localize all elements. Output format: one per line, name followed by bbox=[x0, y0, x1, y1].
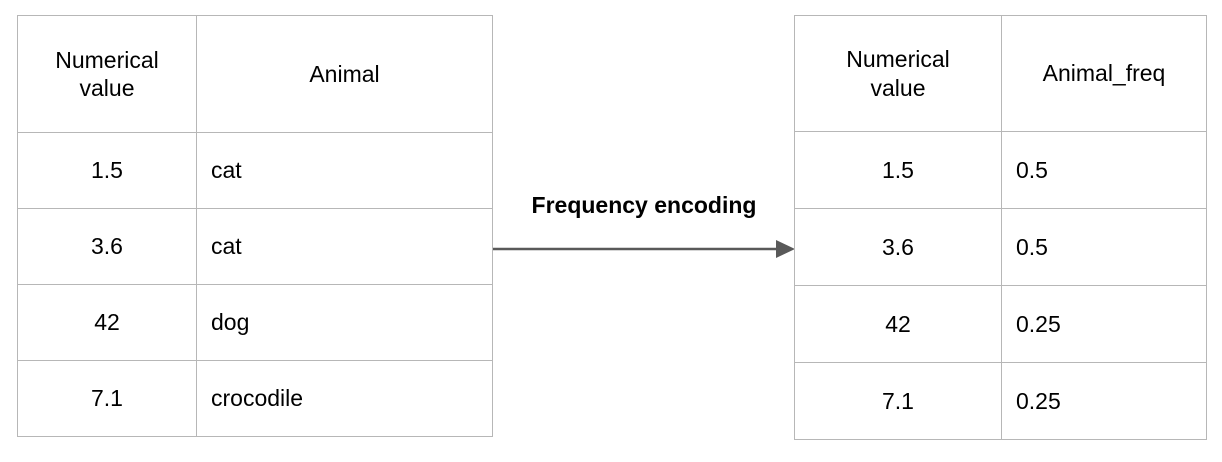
table-header-row: Numerical value Animal bbox=[17, 15, 493, 133]
column-header-numerical-value: Numerical value bbox=[17, 15, 197, 133]
cell-numerical-value: 42 bbox=[794, 285, 1002, 363]
column-header-animal-freq: Animal_freq bbox=[1001, 15, 1207, 132]
column-header-numerical-value: Numerical value bbox=[794, 15, 1002, 132]
table-row: 42 0.25 bbox=[794, 285, 1207, 363]
right-arrow-icon bbox=[493, 240, 795, 258]
cell-numerical-value: 1.5 bbox=[794, 131, 1002, 209]
cell-animal: crocodile bbox=[196, 360, 493, 437]
header-line-2: value bbox=[870, 74, 926, 101]
table-header-row: Numerical value Animal_freq bbox=[794, 15, 1207, 132]
cell-animal: cat bbox=[196, 208, 493, 285]
table-row: 3.6 cat bbox=[17, 208, 493, 285]
cell-animal-freq: 0.5 bbox=[1001, 131, 1207, 209]
encoded-table: Numerical value Animal_freq 1.5 0.5 3.6 … bbox=[794, 15, 1207, 440]
source-table: Numerical value Animal 1.5 cat 3.6 cat 4… bbox=[17, 15, 493, 437]
transform-label: Frequency encoding bbox=[531, 192, 757, 218]
cell-numerical-value: 3.6 bbox=[794, 208, 1002, 286]
cell-numerical-value: 7.1 bbox=[794, 362, 1002, 440]
table-row: 7.1 0.25 bbox=[794, 362, 1207, 440]
table-row: 42 dog bbox=[17, 284, 493, 361]
table-row: 3.6 0.5 bbox=[794, 208, 1207, 286]
cell-animal: cat bbox=[196, 132, 493, 209]
cell-animal-freq: 0.25 bbox=[1001, 362, 1207, 440]
cell-numerical-value: 1.5 bbox=[17, 132, 197, 209]
table-row: 7.1 crocodile bbox=[17, 360, 493, 437]
cell-numerical-value: 42 bbox=[17, 284, 197, 361]
header-line-1: Numerical bbox=[55, 46, 159, 73]
cell-animal-freq: 0.5 bbox=[1001, 208, 1207, 286]
cell-animal: dog bbox=[196, 284, 493, 361]
cell-numerical-value: 7.1 bbox=[17, 360, 197, 437]
cell-animal-freq: 0.25 bbox=[1001, 285, 1207, 363]
column-header-animal: Animal bbox=[196, 15, 493, 133]
header-line-2: value bbox=[79, 75, 135, 101]
table-row: 1.5 cat bbox=[17, 132, 493, 209]
header-line-1: Numerical bbox=[846, 46, 950, 73]
table-row: 1.5 0.5 bbox=[794, 131, 1207, 209]
cell-numerical-value: 3.6 bbox=[17, 208, 197, 285]
